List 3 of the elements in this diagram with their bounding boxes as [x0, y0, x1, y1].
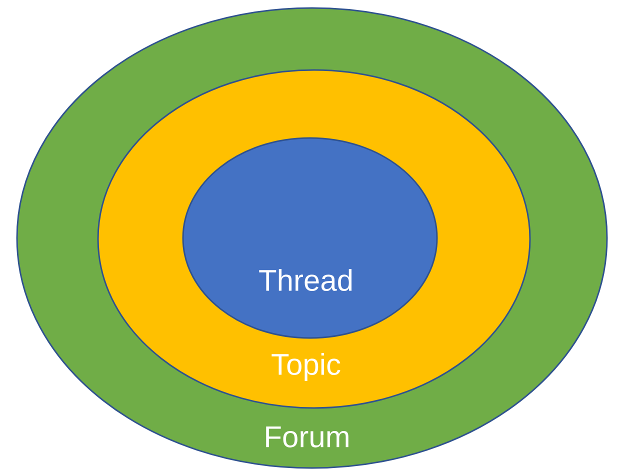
ring-label: Topic [272, 353, 340, 381]
ring-label: Forum [266, 426, 348, 448]
ring-label: Thread [259, 268, 352, 291]
